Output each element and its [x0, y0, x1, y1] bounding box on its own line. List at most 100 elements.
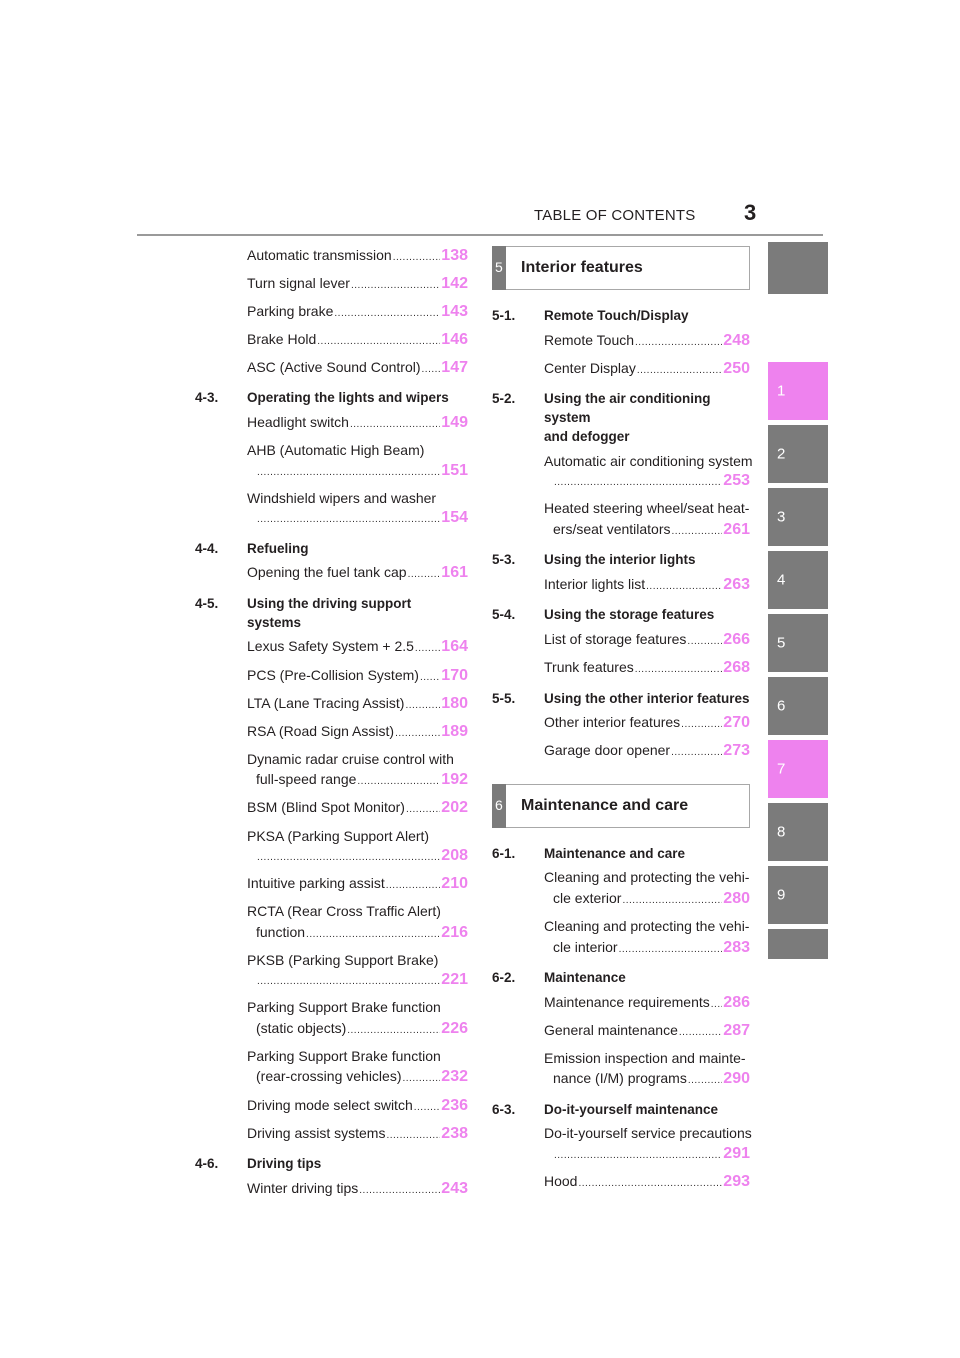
toc-entry[interactable]: Interior lights list....................…	[492, 574, 750, 598]
section-heading[interactable]: 5-4.Using the storage features	[492, 605, 750, 624]
section-heading[interactable]: 4-4.Refueling	[195, 539, 468, 558]
section-heading[interactable]: 5-3.Using the interior lights	[492, 550, 750, 569]
chapter-tab-4[interactable]: 4	[768, 551, 828, 609]
toc-entry[interactable]: PKSB (Parking Support Brake)............…	[195, 950, 468, 993]
toc-entry[interactable]: Parking Support Brake function(static ob…	[195, 997, 468, 1041]
toc-entry[interactable]: Winter driving tips.....................…	[195, 1178, 468, 1202]
toc-entry[interactable]: Intuitive parking assist................…	[195, 873, 468, 897]
toc-page-number[interactable]: 263	[723, 575, 750, 593]
toc-entry[interactable]: ASC (Active Sound Control)..............…	[195, 357, 468, 381]
toc-page-number[interactable]: 236	[441, 1096, 468, 1114]
toc-page-number[interactable]: 151	[441, 461, 468, 479]
toc-page-number[interactable]: 293	[723, 1173, 750, 1190]
toc-page-number[interactable]: 280	[723, 889, 750, 907]
toc-entry[interactable]: Center Display..........................…	[492, 358, 750, 382]
toc-page-number[interactable]: 253	[723, 472, 750, 490]
toc-page-number[interactable]: 180	[441, 694, 468, 712]
toc-page-number[interactable]: 287	[723, 1021, 750, 1039]
chapter-tab-7[interactable]: 7	[768, 740, 828, 798]
section-heading[interactable]: 5-5.Using the other interior features	[492, 689, 750, 708]
toc-page-number[interactable]: 248	[723, 331, 750, 349]
toc-entry[interactable]: Parking brake...........................…	[195, 301, 468, 325]
toc-entry[interactable]: Windshield wipers and washer............…	[195, 488, 468, 531]
section-heading[interactable]: 4-6.Driving tips	[195, 1154, 468, 1173]
toc-page-number[interactable]: 138	[441, 246, 468, 264]
toc-page-number[interactable]: 142	[441, 274, 468, 292]
toc-entry[interactable]: PKSA (Parking Support Alert)............…	[195, 826, 468, 869]
toc-page-number[interactable]: 170	[441, 666, 468, 684]
toc-entry[interactable]: Cleaning and protecting the vehi-cle int…	[492, 916, 750, 960]
toc-page-number[interactable]: 250	[723, 359, 750, 377]
toc-entry[interactable]: Heated steering wheel/seat heat-ers/seat…	[492, 498, 750, 542]
toc-page-number[interactable]: 208	[441, 847, 468, 864]
toc-entry[interactable]: Automatic air conditioning system.......…	[492, 451, 753, 494]
toc-page-number[interactable]: 147	[441, 358, 468, 376]
toc-entry[interactable]: Cleaning and protecting the vehi-cle ext…	[492, 867, 750, 911]
section-heading[interactable]: 6-2.Maintenance	[492, 968, 750, 987]
toc-entry[interactable]: LTA (Lane Tracing Assist)...............…	[195, 693, 468, 717]
toc-page-number[interactable]: 291	[723, 1144, 750, 1162]
toc-entry[interactable]: Do-it-yourself service precautions......…	[492, 1123, 752, 1166]
toc-entry[interactable]: Driving mode select switch..............…	[195, 1095, 468, 1119]
chapter-tab-1[interactable]: 1	[768, 362, 828, 420]
toc-entry[interactable]: BSM (Blind Spot Monitor)................…	[195, 797, 468, 821]
toc-page-number[interactable]: 232	[441, 1068, 468, 1086]
toc-entry[interactable]: RCTA (Rear Cross Traffic Alert)function.…	[195, 901, 468, 945]
section-heading[interactable]: 4-5.Using the driving support systems	[195, 594, 468, 632]
toc-entry[interactable]: Headlight switch........................…	[195, 412, 468, 436]
chapter-tab-blank[interactable]	[768, 929, 828, 959]
toc-entry[interactable]: Other interior features.................…	[492, 712, 750, 736]
chapter-tab-6[interactable]: 6	[768, 677, 828, 735]
section-heading[interactable]: 6-3.Do-it-yourself maintenance	[492, 1100, 750, 1119]
chapter-tab-3[interactable]: 3	[768, 488, 828, 546]
toc-page-number[interactable]: 286	[723, 993, 750, 1011]
toc-entry[interactable]: Emission inspection and mainte-nance (I/…	[492, 1048, 750, 1092]
section-heading[interactable]: 4-3.Operating the lights and wipers	[195, 388, 468, 407]
toc-page-number[interactable]: 243	[441, 1179, 468, 1197]
toc-entry[interactable]: List of storage features................…	[492, 629, 750, 653]
toc-page-number[interactable]: 210	[441, 875, 468, 893]
toc-page-number[interactable]: 146	[441, 330, 468, 348]
toc-page-number[interactable]: 192	[441, 771, 468, 789]
toc-entry[interactable]: General maintenance.....................…	[492, 1020, 750, 1044]
chapter-tab-9[interactable]: 9	[768, 866, 828, 924]
toc-page-number[interactable]: 202	[441, 799, 468, 817]
toc-entry[interactable]: Opening the fuel tank cap...............…	[195, 562, 468, 586]
toc-page-number[interactable]: 283	[723, 938, 750, 956]
toc-page-number[interactable]: 261	[723, 520, 750, 538]
toc-entry[interactable]: Maintenance requirements................…	[492, 992, 750, 1016]
toc-page-number[interactable]: 189	[441, 722, 468, 740]
toc-page-number[interactable]: 161	[441, 564, 468, 582]
toc-entry[interactable]: Lexus Safety System + 2.5...............…	[195, 636, 468, 660]
toc-page-number[interactable]: 238	[441, 1124, 468, 1142]
toc-entry[interactable]: Brake Hold..............................…	[195, 329, 468, 353]
toc-entry[interactable]: AHB (Automatic High Beam)...............…	[195, 440, 468, 483]
toc-page-number[interactable]: 154	[441, 509, 468, 527]
chapter-tab-8[interactable]: 8	[768, 803, 828, 861]
toc-entry[interactable]: Automatic transmission..................…	[195, 245, 468, 269]
toc-page-number[interactable]: 226	[441, 1019, 468, 1037]
section-heading[interactable]: 6-1.Maintenance and care	[492, 844, 750, 863]
section-heading[interactable]: 5-1.Remote Touch/Display	[492, 306, 750, 325]
toc-entry[interactable]: Hood....................................…	[492, 1171, 750, 1195]
toc-entry[interactable]: Turn signal lever.......................…	[195, 273, 468, 297]
toc-entry[interactable]: RSA (Road Sign Assist)..................…	[195, 721, 468, 745]
toc-entry[interactable]: Trunk features..........................…	[492, 657, 750, 681]
toc-page-number[interactable]: 268	[723, 659, 750, 677]
chapter-tab-2[interactable]: 2	[768, 425, 828, 483]
toc-page-number[interactable]: 266	[723, 631, 750, 649]
toc-page-number[interactable]: 143	[441, 302, 468, 320]
toc-page-number[interactable]: 164	[441, 638, 468, 656]
toc-page-number[interactable]: 216	[441, 923, 468, 941]
toc-page-number[interactable]: 149	[441, 414, 468, 432]
toc-page-number[interactable]: 221	[441, 971, 468, 989]
toc-page-number[interactable]: 273	[723, 742, 750, 760]
toc-entry[interactable]: Garage door opener......................…	[492, 740, 750, 764]
toc-entry[interactable]: Driving assist systems..................…	[195, 1123, 468, 1147]
chapter-tab-5[interactable]: 5	[768, 614, 828, 672]
toc-page-number[interactable]: 270	[723, 714, 750, 732]
